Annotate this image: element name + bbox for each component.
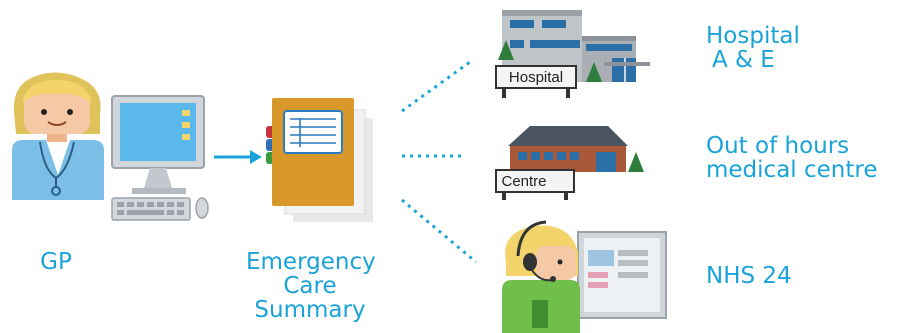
hospital-sign-text: Hospital [509, 69, 563, 86]
nhs24-label-text: NHS 24 [706, 263, 792, 289]
computer-icon [111, 95, 209, 221]
hospital-label-line1: Hospital [706, 23, 800, 49]
dotted-connector-nhs24 [401, 198, 477, 264]
hospital-label: Hospital A & E [706, 24, 800, 72]
ecs-label-line1: Emergency [246, 249, 376, 275]
gp-doctor-icon [12, 72, 104, 200]
gp-label-text: GP [40, 249, 72, 275]
ooh-label-line2: medical centre [706, 157, 878, 183]
hospital-label-line2: A & E [712, 47, 775, 73]
nhs24-operator-icon [502, 220, 667, 333]
ooh-label-line1: Out of hours [706, 133, 850, 159]
hospital-building-icon: Hospital [495, 10, 650, 98]
ooh-label: Out of hours medical centre [706, 134, 877, 182]
centre-sign-text: Centre [501, 173, 546, 190]
dotted-connector-hospital [401, 60, 471, 113]
ecs-label-line2: Care [283, 273, 337, 299]
gp-label: GP [36, 250, 76, 274]
medical-centre-building-icon: Centre [495, 126, 644, 200]
nhs24-label: NHS 24 [706, 264, 792, 288]
ecs-label-line3: Summary [254, 297, 366, 323]
arrow-connector [214, 150, 262, 164]
care-summary-folder-icon [266, 98, 373, 222]
ecs-label: Emergency Care Summary [246, 249, 376, 323]
